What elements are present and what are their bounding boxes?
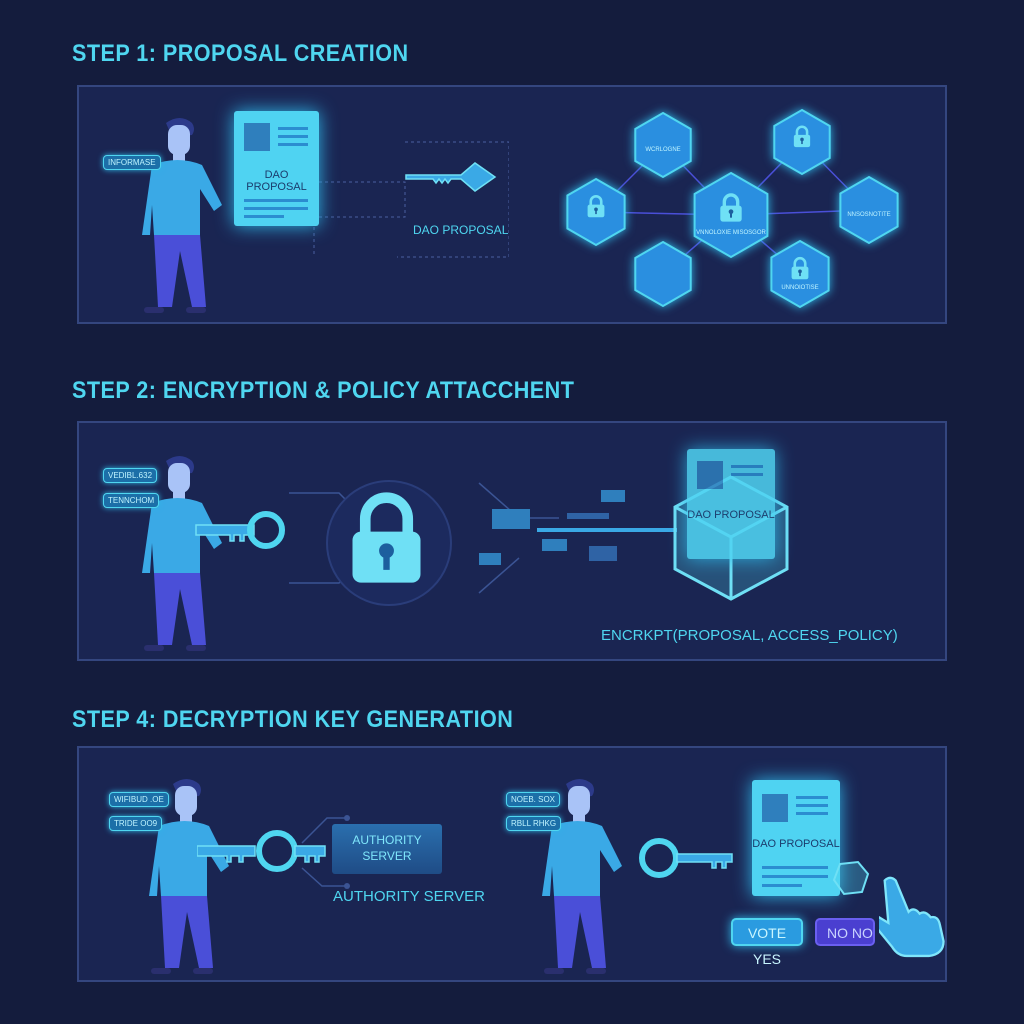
dao-proposal-document[interactable]: DAO PROPOSAL	[752, 780, 840, 896]
pointing-hand-icon	[879, 876, 945, 958]
padlock-icon	[344, 483, 429, 593]
encrypt-formula: ENCRKPT(PROPOSAL, ACCESS_POLICY)	[601, 627, 898, 644]
step-2-title: STEP 2: ENCRYPTION & POLICY ATTACCHENT	[72, 377, 575, 404]
lock-node: UNNOIOTISE	[770, 239, 830, 309]
access-policy-network: WCRLOGNE VNNOLOXIE MISOSGOR NNSOSNOTITE UNN…	[566, 108, 899, 309]
central-policy-node: VNNOLOXIE MISOSGOR	[693, 171, 769, 259]
authority-server-box[interactable]: AUTHORITY SERVER	[332, 824, 442, 874]
lock-node	[566, 177, 626, 247]
person-tag: TRIDE OO9	[109, 816, 163, 831]
person-tag: INFORMASE	[103, 155, 161, 170]
authority-server-label: AUTHORITY SERVER	[333, 888, 485, 905]
step-4-panel: WIFIBUD .OE TRIDE OO9 AUTHORITY SERVER A…	[77, 746, 947, 982]
key-label: DAO PROPOSAL	[413, 223, 509, 237]
step-1-title: STEP 1: PROPOSAL CREATION	[72, 40, 409, 67]
step-2-panel: VEDIBL.632 TENNCHOM DAO PROPOSAL ENCRKPT…	[77, 421, 947, 661]
document-title: DAO PROPOSAL	[246, 169, 307, 193]
person-tag: TENNCHOM	[103, 493, 160, 508]
person-tag: WIFIBUD .OE	[109, 792, 169, 807]
person-tag: RBLL RHKG	[506, 816, 562, 831]
authority-server-box-label: AUTHORITY SERVER	[352, 833, 422, 863]
vote-no-button[interactable]: NO NO	[815, 918, 875, 946]
policy-node: NNSOSNOTITE	[839, 175, 899, 245]
node-label: NNSOSNOTITE	[847, 212, 890, 218]
person-tag: NOEB. SOX	[506, 792, 561, 807]
envelope-node: WCRLOGNE	[634, 111, 692, 179]
key-icon	[405, 162, 497, 192]
dao-proposal-document[interactable]: DAO PROPOSAL	[234, 111, 319, 226]
node-label: WCRLOGNE	[645, 147, 680, 153]
document-title: DAO PROPOSAL	[752, 838, 840, 850]
profile-photo-icon	[762, 794, 788, 822]
connector-lines	[313, 141, 509, 258]
node-label: VNNOLOXIE MISOSGOR	[696, 230, 766, 236]
person-tag: VEDIBL.632	[103, 468, 158, 483]
key-icon	[639, 838, 733, 878]
data-blocks	[479, 483, 679, 573]
lock-node	[773, 108, 831, 176]
step-1-panel: INFORMASE DAO PROPOSAL DAO PROPOSAL WCRL…	[77, 85, 947, 324]
key-icon	[195, 511, 285, 549]
vote-yes-button[interactable]: VOTE YES	[731, 918, 803, 967]
document-title: DAO PROPOSAL	[687, 509, 775, 521]
person-figure	[134, 115, 224, 315]
step-4-title: STEP 4: DECRYPTION KEY GENERATION	[72, 706, 514, 733]
node-label: UNNOIOTISE	[781, 285, 818, 291]
profile-photo-icon	[244, 123, 270, 151]
dao-proposal-document: DAO PROPOSAL	[687, 449, 775, 559]
person-figure	[134, 453, 224, 653]
seal-octagon-icon	[832, 860, 870, 896]
key-icon	[197, 815, 350, 889]
tools-node	[634, 240, 692, 308]
